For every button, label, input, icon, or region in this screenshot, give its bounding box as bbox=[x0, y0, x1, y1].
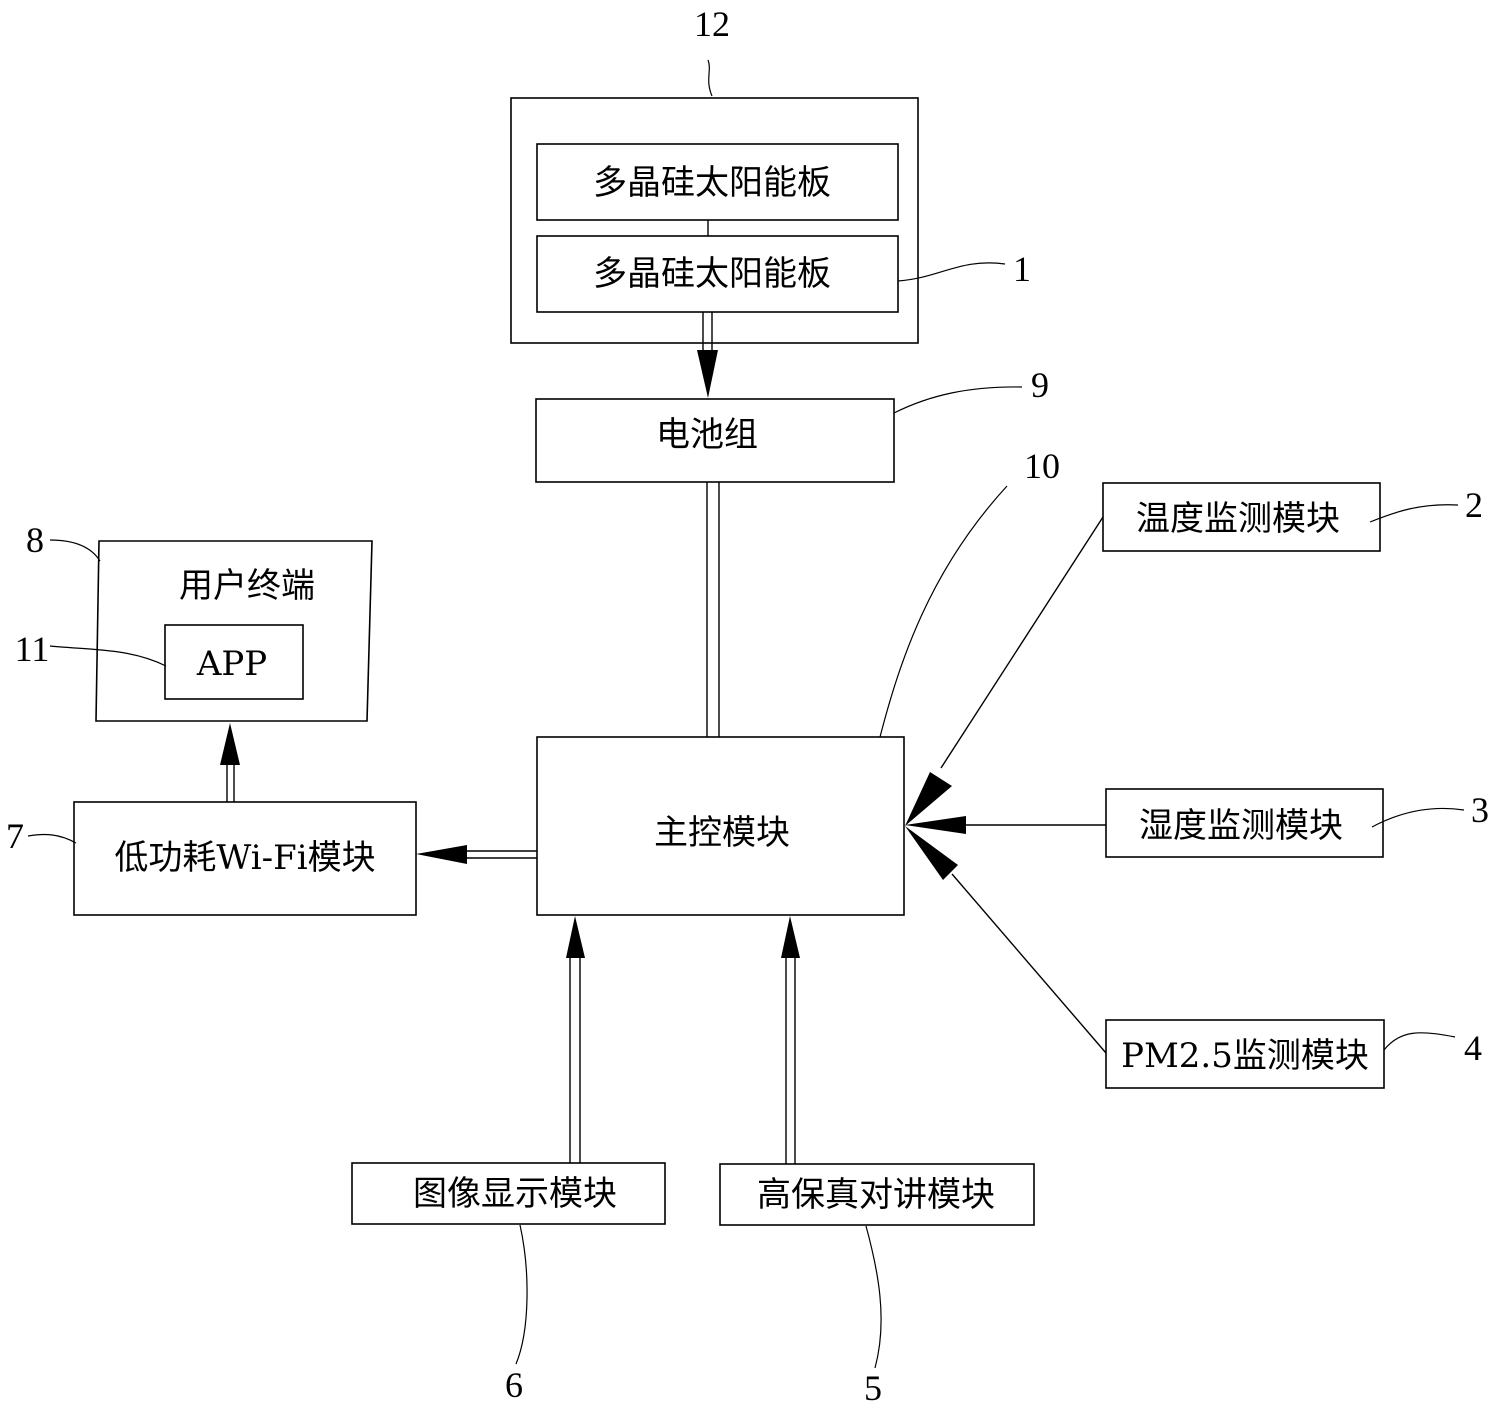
arrowhead-icon bbox=[905, 826, 958, 880]
edge-wifi-to-terminal bbox=[220, 723, 240, 802]
main-control-box bbox=[536, 736, 905, 916]
leader-6 bbox=[515, 1224, 528, 1365]
display-box bbox=[351, 1162, 666, 1225]
wifi-label: 低功耗Wi-Fi模块 bbox=[114, 838, 375, 878]
display-node: 图像显示模块 bbox=[351, 1162, 666, 1225]
ref-3: 3 bbox=[1471, 790, 1489, 830]
arrowhead-left-icon bbox=[905, 816, 966, 834]
intercom-node: 高保真对讲模块 bbox=[719, 1163, 1035, 1226]
battery-node: 电池组 bbox=[535, 398, 895, 483]
battery-label: 电池组 bbox=[656, 415, 758, 455]
humidity-box bbox=[1105, 788, 1384, 858]
main-control-label: 主控模块 bbox=[654, 813, 790, 853]
ref-10: 10 bbox=[1024, 446, 1060, 486]
ref-1: 1 bbox=[1013, 249, 1031, 289]
pm25-node: PM2.5监测模块 bbox=[1105, 1019, 1385, 1089]
humidity-label: 湿度监测模块 bbox=[1139, 806, 1343, 846]
leader-8 bbox=[49, 539, 101, 562]
ref-4: 4 bbox=[1464, 1028, 1482, 1068]
leader-11 bbox=[49, 645, 167, 667]
edge-humidity-to-main bbox=[905, 816, 1106, 834]
arrowhead-up-icon bbox=[566, 916, 585, 958]
arrowhead-down-icon bbox=[697, 350, 718, 398]
leader-5 bbox=[865, 1225, 882, 1369]
solar-panel-bottom-box bbox=[536, 235, 899, 313]
leader-1 bbox=[897, 262, 1006, 282]
user-terminal-label: 用户终端 bbox=[179, 566, 315, 606]
intercom-label: 高保真对讲模块 bbox=[757, 1175, 995, 1215]
battery-box bbox=[535, 398, 895, 483]
display-label: 图像显示模块 bbox=[413, 1174, 617, 1214]
temperature-box bbox=[1102, 482, 1381, 552]
ref-8: 8 bbox=[26, 520, 44, 560]
leader-3 bbox=[1371, 807, 1465, 828]
leader-10 bbox=[879, 485, 1008, 738]
leader-4 bbox=[1383, 1032, 1456, 1051]
pm25-label: PM2.5监测模块 bbox=[1121, 1036, 1369, 1076]
ref-5: 5 bbox=[864, 1368, 882, 1408]
ref-12: 12 bbox=[694, 4, 730, 44]
app-box bbox=[164, 624, 304, 700]
edge-intercom-to-main bbox=[781, 916, 800, 1164]
solar-panel-top-box bbox=[536, 143, 899, 221]
solar-panel-bottom-label: 多晶硅太阳能板 bbox=[593, 254, 831, 294]
main-control-node: 主控模块 bbox=[536, 736, 905, 916]
app-node: APP bbox=[164, 624, 304, 700]
arrowhead-left-icon bbox=[416, 845, 467, 864]
edge-temperature-to-main bbox=[905, 516, 1104, 826]
ref-2: 2 bbox=[1465, 485, 1483, 525]
leader-9 bbox=[893, 386, 1023, 414]
solar-panel-top: 多晶硅太阳能板 bbox=[536, 143, 899, 221]
ref-7: 7 bbox=[6, 816, 24, 856]
ref-6: 6 bbox=[505, 1365, 523, 1405]
ref-11: 11 bbox=[15, 629, 50, 669]
temperature-label: 温度监测模块 bbox=[1136, 499, 1340, 539]
edge-main-to-wifi bbox=[416, 845, 537, 864]
ref-9: 9 bbox=[1031, 365, 1049, 405]
edge-battery-to-main bbox=[706, 482, 720, 737]
solar-panel-bottom: 多晶硅太阳能板 bbox=[536, 235, 899, 313]
wifi-box bbox=[73, 801, 417, 916]
intercom-box bbox=[719, 1163, 1035, 1226]
humidity-node: 湿度监测模块 bbox=[1105, 788, 1384, 858]
arrowhead-up-icon bbox=[781, 916, 800, 958]
solar-panel-top-label: 多晶硅太阳能板 bbox=[593, 163, 831, 203]
edge-pm25-to-main bbox=[905, 826, 1107, 1054]
arrowhead-up-icon bbox=[220, 723, 240, 765]
app-label: APP bbox=[196, 644, 267, 684]
edge-panel-to-battery bbox=[697, 312, 718, 398]
wifi-node: 低功耗Wi-Fi模块 bbox=[73, 801, 417, 916]
arrowhead-icon bbox=[905, 772, 952, 826]
pm25-box bbox=[1105, 1019, 1385, 1089]
leader-2 bbox=[1369, 504, 1459, 523]
leader-12 bbox=[707, 59, 713, 97]
edge-display-to-main bbox=[566, 916, 585, 1163]
leader-7 bbox=[27, 833, 77, 844]
temperature-node: 温度监测模块 bbox=[1102, 482, 1381, 552]
